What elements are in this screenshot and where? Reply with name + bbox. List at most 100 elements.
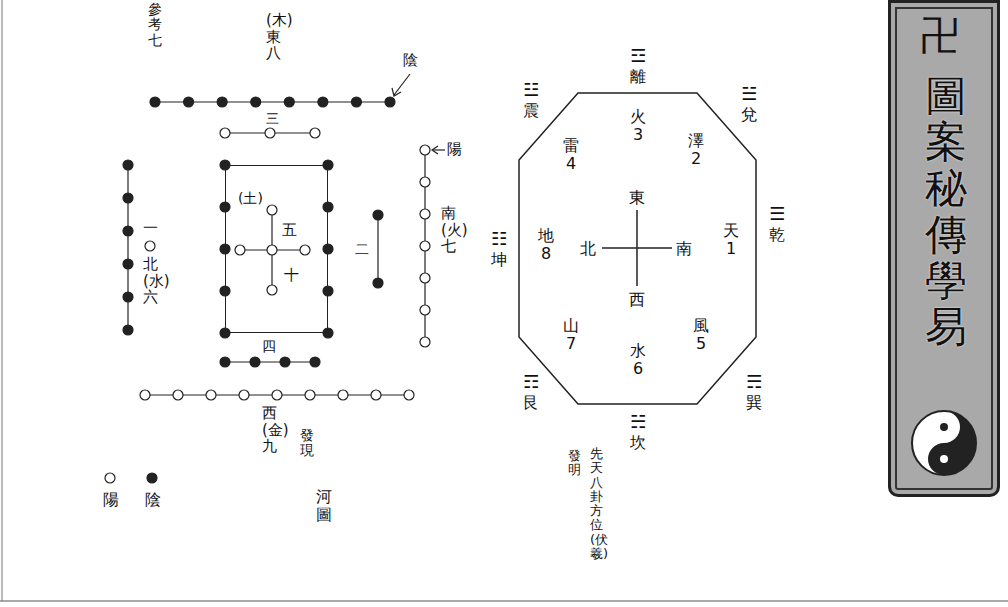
dot-link (225, 361, 315, 362)
yin-dot (220, 357, 230, 367)
yang-dot (420, 273, 430, 283)
yang-dot (267, 285, 277, 295)
direction-label: 北(水)六 (143, 256, 158, 306)
node-text: 雷4 (563, 137, 579, 172)
yang-dot (206, 390, 216, 400)
center-square: 五 (土) 十 (225, 165, 328, 333)
yang-dot (265, 128, 275, 138)
trigram-symbol: ☲ (629, 46, 647, 66)
pointer-label: 陰 (403, 52, 418, 69)
trigram-name: 巽 (746, 394, 762, 412)
page-edge (2, 0, 3, 601)
yin-dot (385, 97, 395, 107)
trigram-symbol: ☰ (768, 204, 786, 224)
title-banner: 圖案秘傳學易 (888, 0, 1000, 497)
node-text: 五 (282, 221, 297, 240)
node-text: 西 (629, 290, 645, 311)
banner-title: 圖案秘傳學易 (925, 73, 967, 350)
yang-dot (420, 305, 430, 315)
yin-dot (251, 97, 261, 107)
node-text: 澤2 (688, 132, 704, 167)
yang-dot (300, 245, 310, 255)
yang-dot (220, 128, 230, 138)
yin-dot (373, 210, 383, 220)
yin-dot (280, 357, 290, 367)
node-text: (土) (238, 191, 252, 206)
yin-dot (323, 244, 333, 254)
yang-dot (145, 241, 155, 251)
yin-dot (323, 328, 333, 338)
yang-dot (267, 205, 277, 215)
trigram-name: 離 (630, 68, 646, 86)
trigram-name: 兌 (741, 106, 757, 124)
yin-dot (184, 97, 194, 107)
yang-dot (420, 337, 430, 347)
yang-dot (420, 145, 430, 155)
swastika-mark: 卍 (920, 8, 960, 63)
handwritten-note: 發明 (568, 449, 581, 478)
trigram-name: 乾 (769, 226, 785, 244)
compass-cross (636, 210, 638, 286)
yang-dot (305, 390, 315, 400)
node-text: 地8 (538, 227, 554, 262)
yin-dot (123, 325, 133, 335)
octagon-shape (519, 93, 756, 404)
number-label: 一 (143, 220, 158, 237)
node-text: 北 (580, 239, 596, 260)
node-text: 天1 (723, 222, 739, 257)
node-text: 南 (676, 239, 692, 260)
yin-dot (150, 97, 160, 107)
trigram-name: 艮 (523, 394, 539, 412)
yang-dot (267, 245, 277, 255)
pointer-arrow (394, 74, 410, 95)
yin-dot (123, 259, 133, 269)
diagram-caption: 河圖 (316, 488, 332, 523)
yin-dot (217, 97, 227, 107)
direction-label: (木)東八 (266, 12, 281, 62)
yin-dot (123, 193, 133, 203)
yang-dot (272, 390, 282, 400)
yang-dot (404, 390, 414, 400)
yang-dot (420, 241, 430, 251)
yin-dot (284, 97, 294, 107)
pointer-label: 陽 (447, 141, 462, 158)
yin-dot (123, 160, 133, 170)
yang-dot (173, 390, 183, 400)
node-text: 山7 (563, 317, 579, 352)
page-note: 參考七 (148, 2, 162, 48)
number-label: 四 (262, 339, 276, 354)
arrow-head (432, 146, 438, 154)
yin-dot (123, 226, 133, 236)
yin-yang-symbol (904, 403, 984, 483)
yin-dot (123, 292, 133, 302)
number-label: 三 (266, 112, 279, 126)
number-label: 二 (355, 242, 369, 257)
legend-text: 陽 (103, 491, 119, 509)
node-text: 十 (284, 266, 299, 285)
yang-dot (371, 390, 381, 400)
trigram-symbol: ☵ (629, 412, 647, 432)
yin-dot (373, 278, 383, 288)
direction-label: 西(金)九 (262, 405, 277, 455)
trigram-symbol: ☷ (490, 229, 508, 249)
yang-dot (239, 390, 249, 400)
page-edge (0, 601, 1008, 602)
yin-dot (147, 473, 157, 483)
pointer-arrow (433, 149, 445, 150)
node-text: 風5 (693, 317, 709, 352)
trigram-symbol: ☱ (740, 84, 758, 104)
trigram-symbol: ☳ (522, 80, 540, 100)
diagram-caption: 先天八卦方位(伏羲) (590, 447, 603, 561)
direction-label: 南(火)七 (441, 205, 456, 255)
yang-dot (310, 128, 320, 138)
legend-text: 陰 (145, 491, 161, 509)
yin-dot (323, 202, 333, 212)
yin-dot (250, 357, 260, 367)
yin-dot (351, 97, 361, 107)
arrow-head (392, 88, 401, 96)
yin-dot (310, 357, 320, 367)
node-text: 東 (629, 188, 645, 209)
node-text: 水6 (630, 342, 646, 377)
yang-dot (140, 390, 150, 400)
